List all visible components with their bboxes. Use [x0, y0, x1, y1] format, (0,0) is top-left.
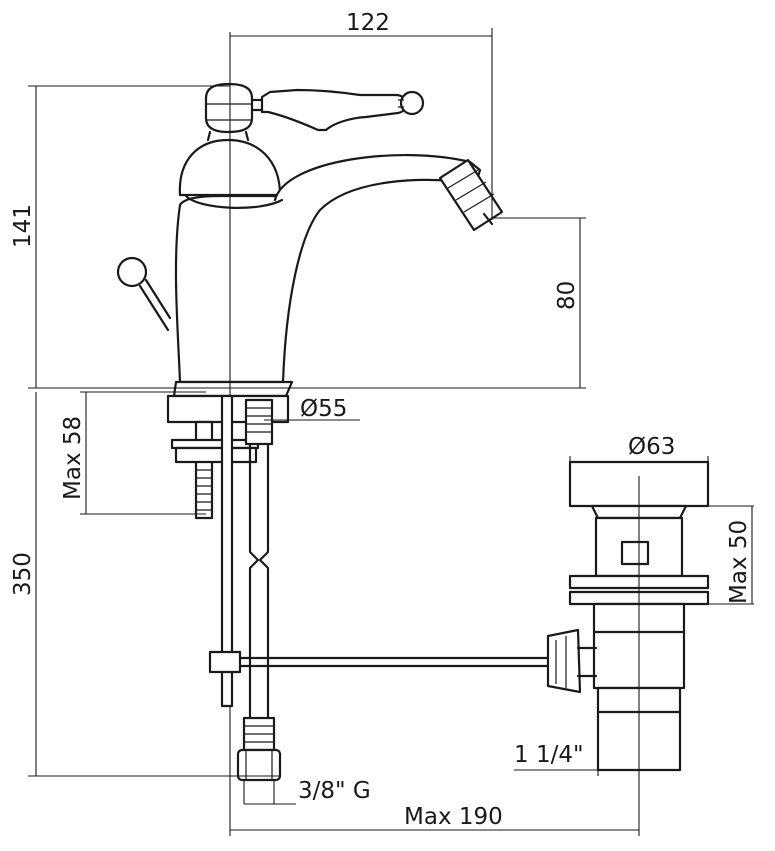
faucet-body — [116, 82, 504, 424]
dim-waste-max-height-label: Max 50 — [726, 520, 752, 604]
lever-handle — [260, 88, 408, 132]
dimension-lines — [28, 28, 754, 831]
flexible-hose — [236, 398, 282, 782]
lever-knob — [399, 90, 425, 116]
popup-rod-knob — [116, 256, 148, 288]
dim-height-body-label: 141 — [10, 204, 36, 248]
popup-waste — [546, 460, 710, 772]
linkage-clamp — [208, 650, 242, 674]
dim-inlet-thread-label: 3/8" G — [298, 778, 371, 804]
spout — [174, 154, 482, 384]
waste-rod-connector — [546, 628, 582, 694]
dim-max-reach-label: Max 190 — [404, 804, 503, 830]
dim-width-top-label: 122 — [346, 10, 390, 36]
dim-max-thickness-label: Max 58 — [60, 416, 86, 500]
body-base — [172, 380, 294, 398]
dim-waste-thread-label: 1 1/4" — [514, 742, 584, 768]
popup-rod-shaft — [220, 394, 234, 708]
popup-rod — [138, 278, 172, 332]
mounting-nut — [174, 446, 258, 464]
mounting-assembly — [170, 394, 550, 782]
dim-waste-diameter-label: Ø63 — [628, 434, 675, 460]
cartridge-cap — [204, 82, 254, 134]
dim-spout-height-label: 80 — [554, 281, 580, 310]
dim-max-total-label: 350 — [10, 552, 36, 596]
bidet-jet-nozzle — [438, 158, 504, 232]
dim-base-diameter-label: Ø55 — [300, 396, 347, 422]
hose-fitting-nut — [236, 748, 282, 782]
